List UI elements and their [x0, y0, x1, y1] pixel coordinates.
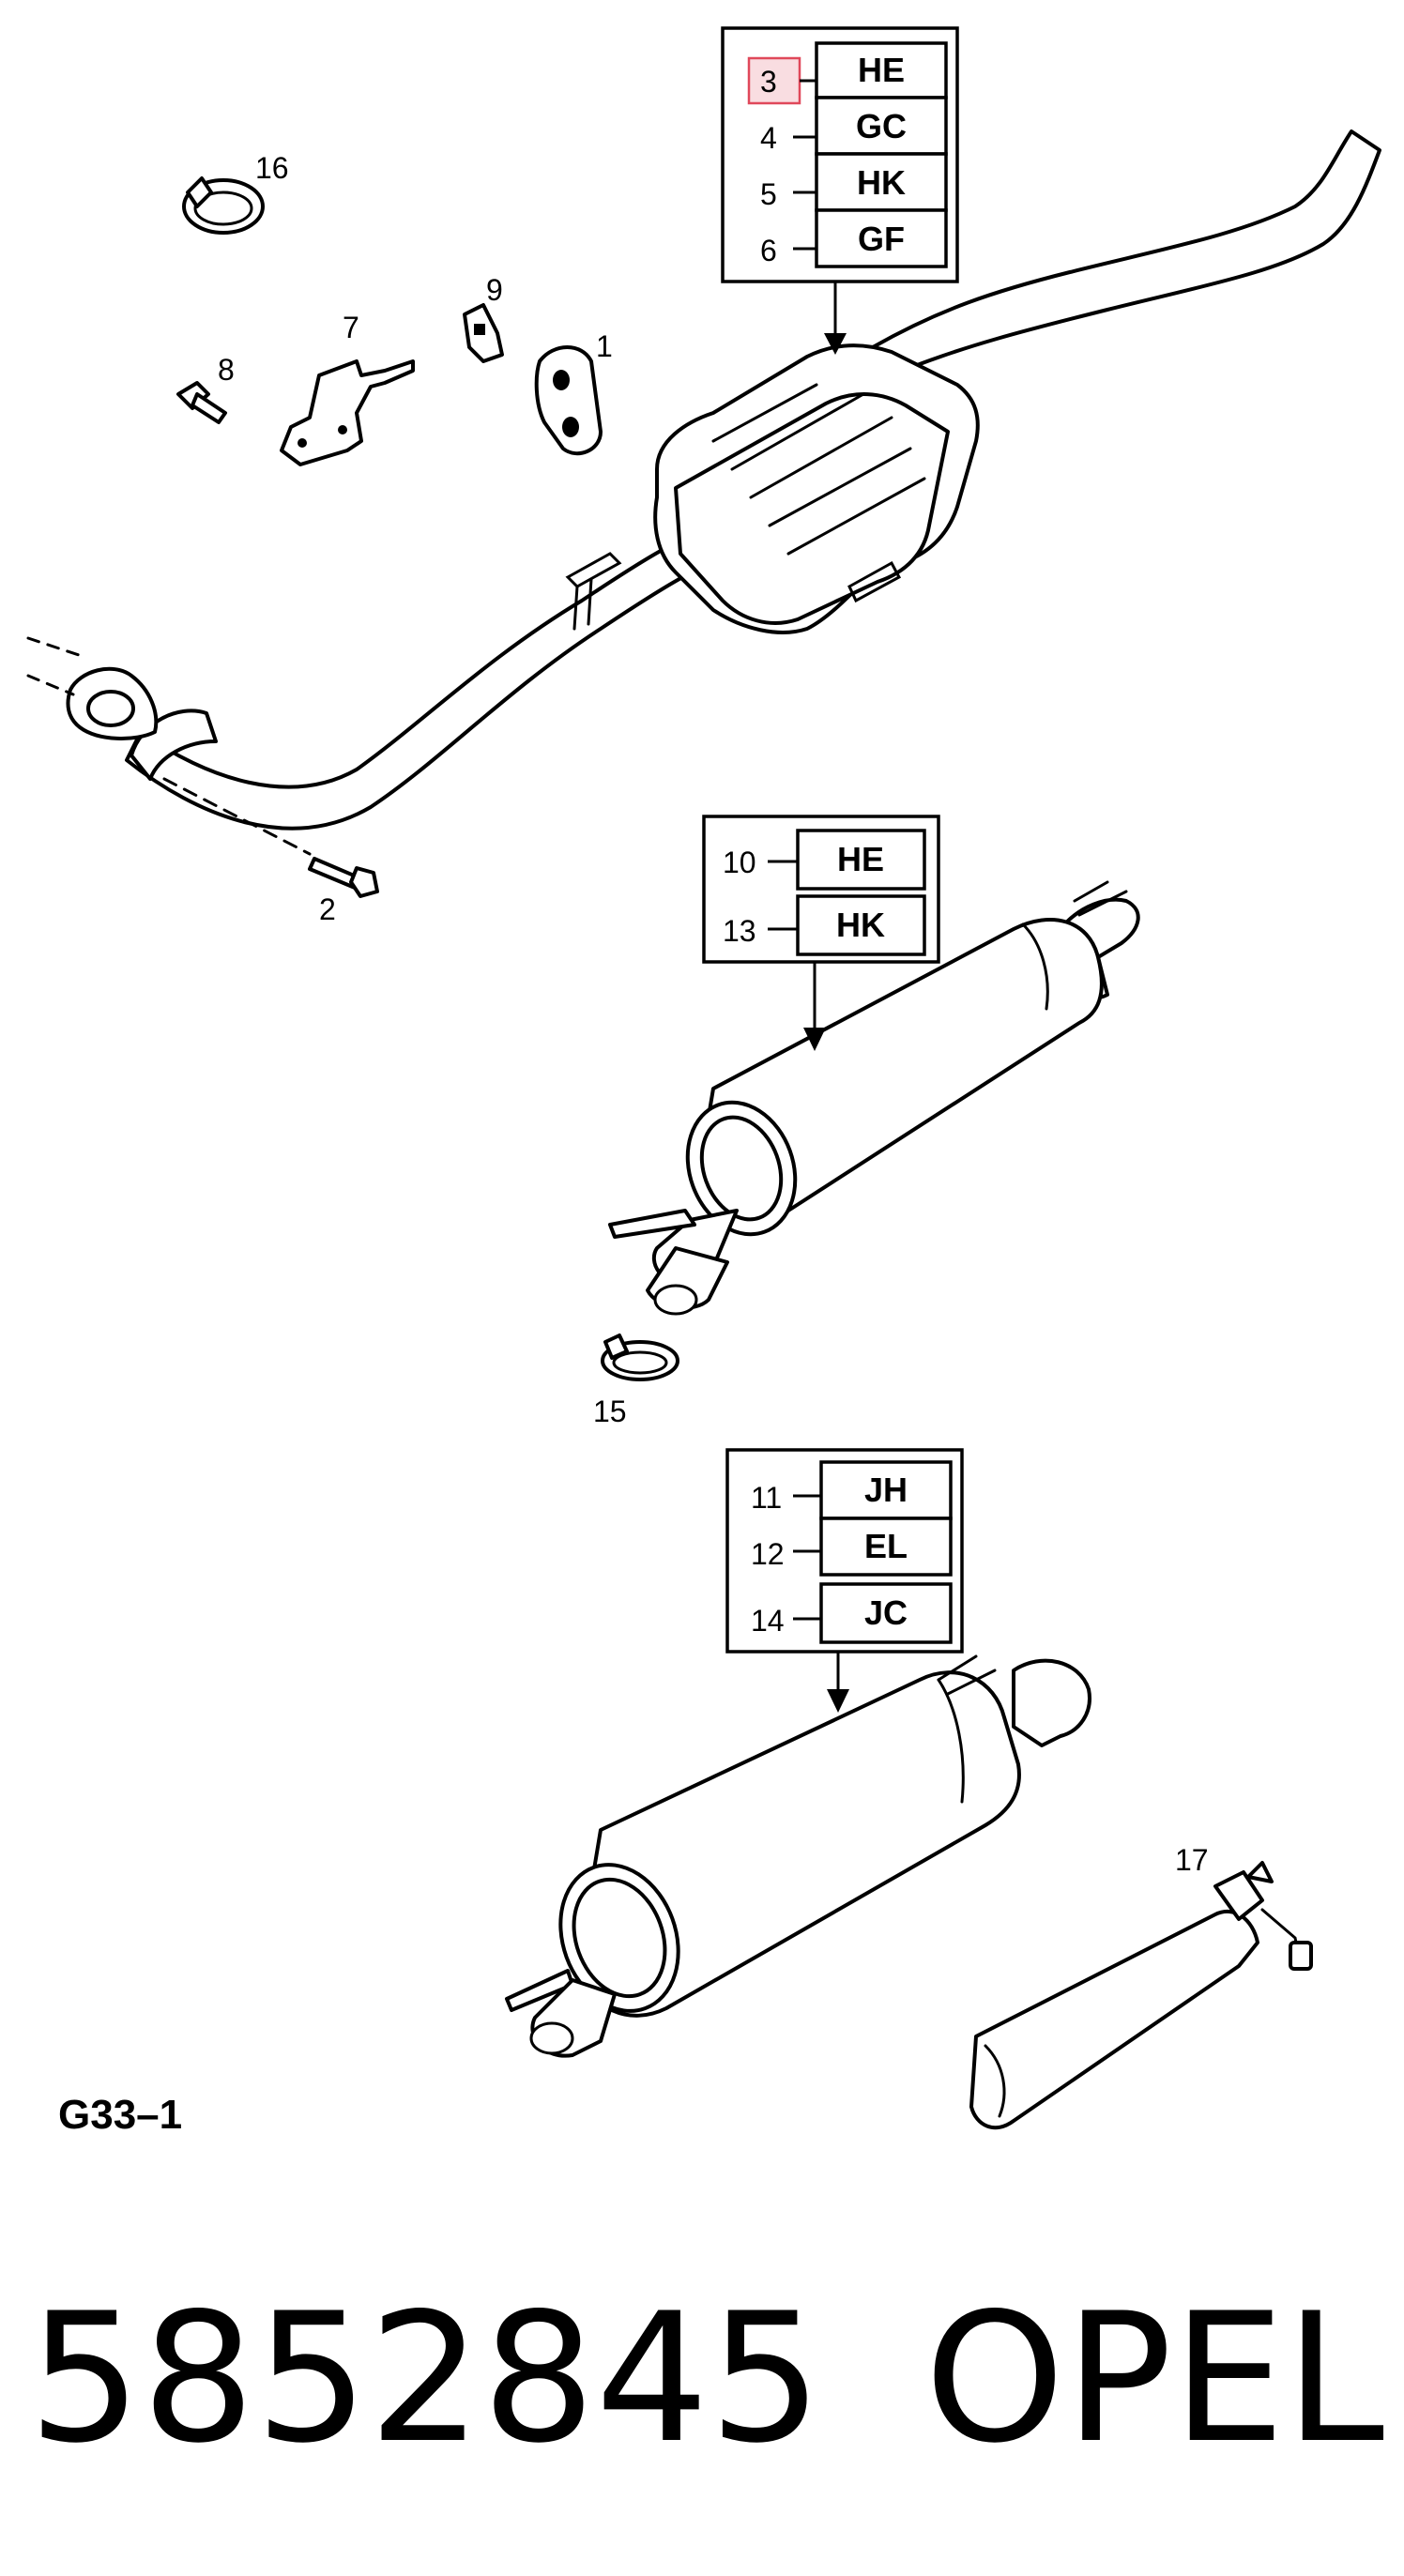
row-number: 12: [751, 1537, 785, 1571]
part-label-8: 8: [218, 353, 235, 387]
row-number: 14: [751, 1604, 785, 1638]
variant-code: HE: [858, 51, 905, 89]
low-variant-row-11[interactable]: 11 JH: [751, 1460, 953, 1520]
part-7-bracket: [280, 359, 415, 466]
variant-code: GF: [858, 220, 905, 258]
row-number: 5: [760, 177, 777, 211]
lower-variant-box: 11 JH 12 EL 14 JC: [725, 1448, 964, 1713]
part-label-17: 17: [1175, 1843, 1209, 1877]
part-label-9: 9: [486, 273, 503, 307]
part-8-bolt: [176, 381, 227, 424]
variant-code: JC: [864, 1593, 908, 1632]
top-variant-row-3[interactable]: 3 HE: [747, 41, 948, 105]
row-number: 6: [760, 234, 777, 267]
part-label-15: 15: [593, 1395, 627, 1428]
variant-code: JH: [864, 1471, 908, 1509]
variant-code: HK: [857, 163, 906, 202]
row-number: 13: [723, 914, 756, 948]
middle-variant-box: 10 HE 13 HK: [702, 815, 940, 1051]
part-label-2: 2: [319, 892, 336, 926]
part-label-1: 1: [596, 329, 613, 363]
highlight-marker: [747, 56, 801, 105]
row-number: 4: [760, 121, 777, 155]
center-silencer-drawing: [608, 880, 1140, 1316]
variant-code: HE: [837, 840, 884, 878]
part-15-clamp: [601, 1334, 679, 1381]
row-number: 3: [760, 65, 777, 99]
mid-variant-row-13[interactable]: 13 HK: [723, 894, 926, 956]
variant-code: HK: [836, 906, 885, 944]
part-1-rubber-hanger: [534, 345, 603, 456]
mid-variant-row-10[interactable]: 10 HE: [723, 829, 926, 891]
part-number: 5852845: [28, 2275, 822, 2482]
part-label-7: 7: [343, 311, 359, 344]
part-16-clamp: [182, 176, 265, 235]
brand-name: OPEL: [924, 2275, 1384, 2482]
variant-code: GC: [856, 107, 907, 145]
top-variant-box: 3 HE 4 GC 5 HK 6 GF: [721, 26, 959, 355]
row-number: 11: [751, 1481, 782, 1515]
diagram-reference: G33–1: [58, 2092, 182, 2138]
low-variant-row-14[interactable]: 14 JC: [751, 1582, 953, 1644]
top-variant-row-5[interactable]: 5 HK: [760, 152, 948, 212]
catalytic-converter-drawing: [653, 343, 980, 634]
rear-silencer-drawing: [505, 1654, 1091, 2058]
low-variant-row-12[interactable]: 12 EL: [751, 1517, 953, 1577]
part-2-bolt: [308, 857, 379, 898]
row-number: 10: [723, 846, 756, 879]
variant-code: EL: [864, 1527, 908, 1565]
part-17-sensor-drawing: [969, 1861, 1313, 2130]
part-label-16: 16: [255, 151, 289, 185]
top-variant-row-6[interactable]: 6 GF: [760, 208, 948, 268]
part-9-mount: [463, 303, 504, 363]
